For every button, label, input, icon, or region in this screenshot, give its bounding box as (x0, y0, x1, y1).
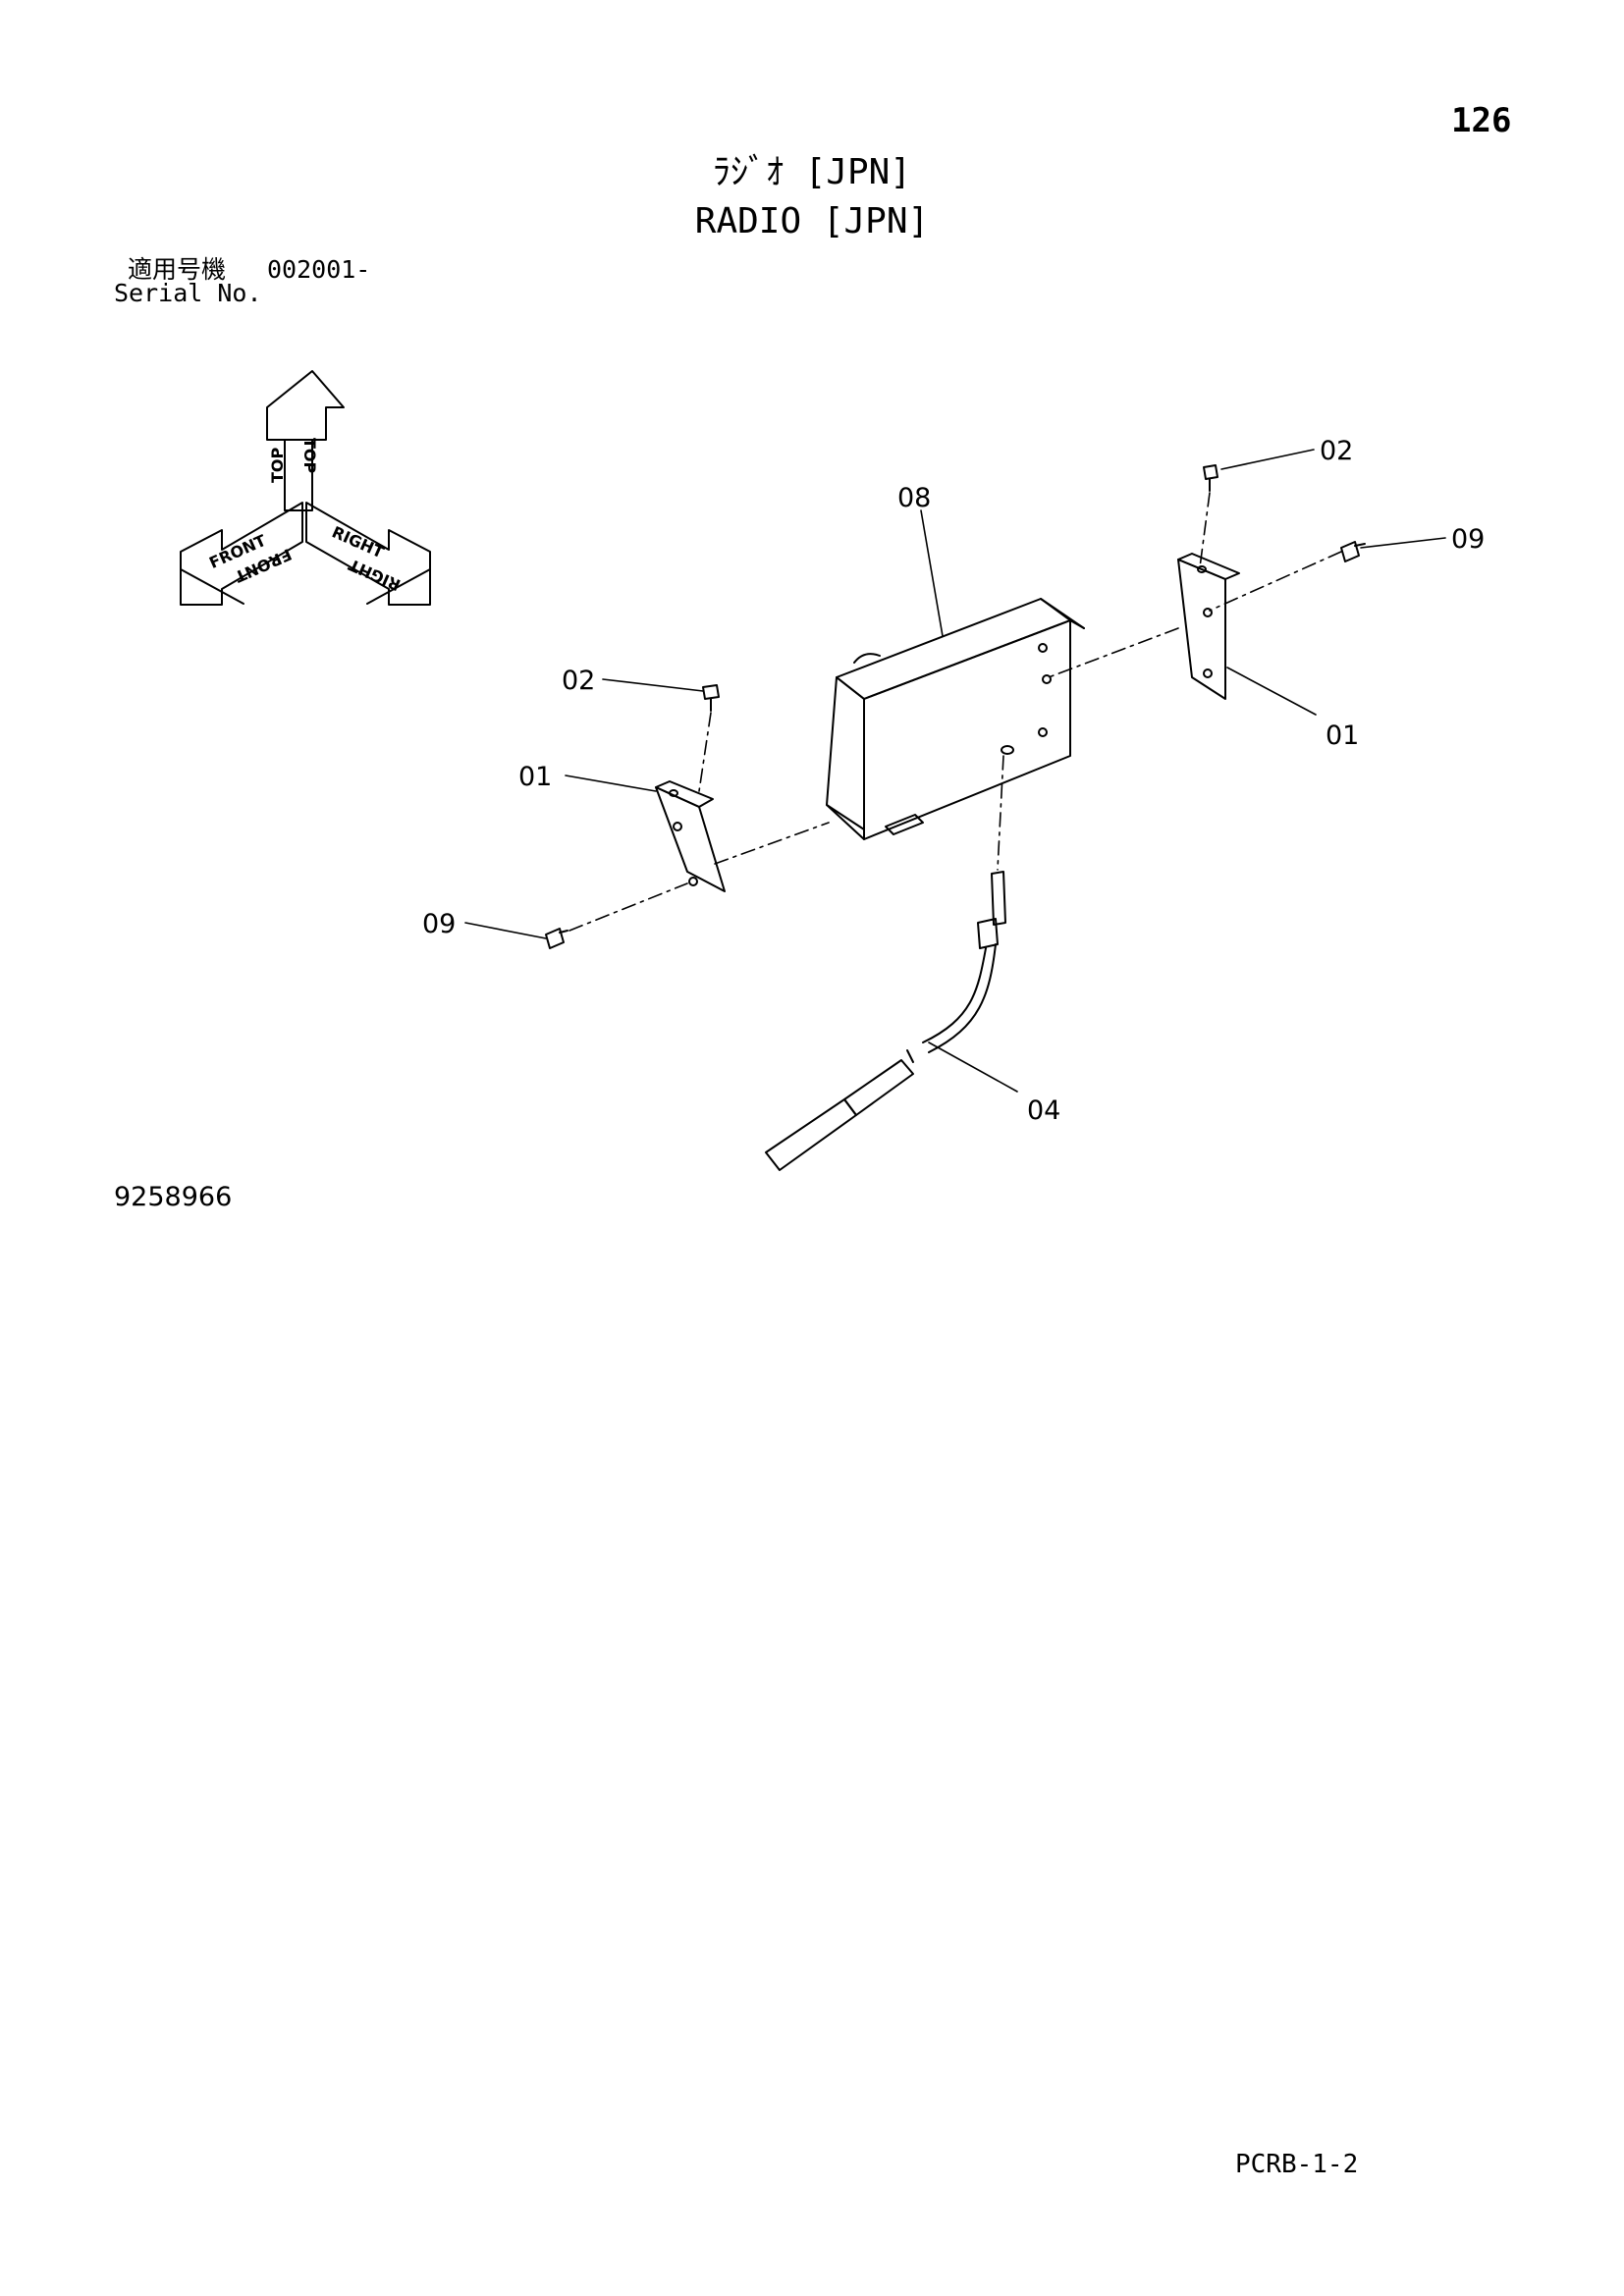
screw-left-02 (702, 684, 720, 712)
callout-02-right: 02 (1320, 436, 1353, 466)
bracket-right (1177, 553, 1240, 700)
top-label: TOP (300, 438, 319, 474)
leader-lines (464, 449, 1446, 1093)
assembly-lines (568, 492, 1342, 932)
bracket-left (655, 780, 726, 892)
pin-right-09 (1340, 541, 1366, 562)
top-arrow-icon (266, 370, 345, 511)
callout-04: 04 (1027, 1095, 1060, 1126)
callout-01-left: 01 (518, 762, 552, 792)
pin-left-09 (545, 928, 568, 949)
page-number: 126 (1451, 101, 1512, 140)
radio-unit (826, 598, 1085, 840)
front-arrow-icon (180, 502, 303, 606)
right-label-mirrored: RIGHT (346, 556, 404, 595)
callout-08: 08 (897, 483, 931, 513)
serial-range: 002001- (267, 255, 371, 284)
screw-right-02 (1203, 464, 1218, 492)
antenna-cable (765, 871, 1006, 1171)
footer-code: PCRB-1-2 (1235, 2150, 1359, 2179)
callout-09-right: 09 (1451, 524, 1485, 555)
top-label-mirrored: TOP (268, 447, 287, 483)
serial-label-japanese: 適用号機 (128, 255, 227, 284)
drawing-number: 9258966 (114, 1182, 233, 1212)
title-english: RADIO [JPN] (694, 201, 930, 241)
orientation-icon: TOP TOP FRONT FRONT RIGHT RIGHT (180, 370, 431, 606)
callout-09-left: 09 (422, 909, 456, 939)
callout-02-left: 02 (562, 666, 595, 696)
right-label: RIGHT (329, 522, 387, 561)
callout-01-right: 01 (1326, 721, 1359, 751)
right-arrow-icon (305, 502, 431, 606)
serial-label-english: Serial No. (114, 279, 262, 307)
title-japanese: ﾗｼﾞｵ [JPN] (712, 152, 912, 192)
